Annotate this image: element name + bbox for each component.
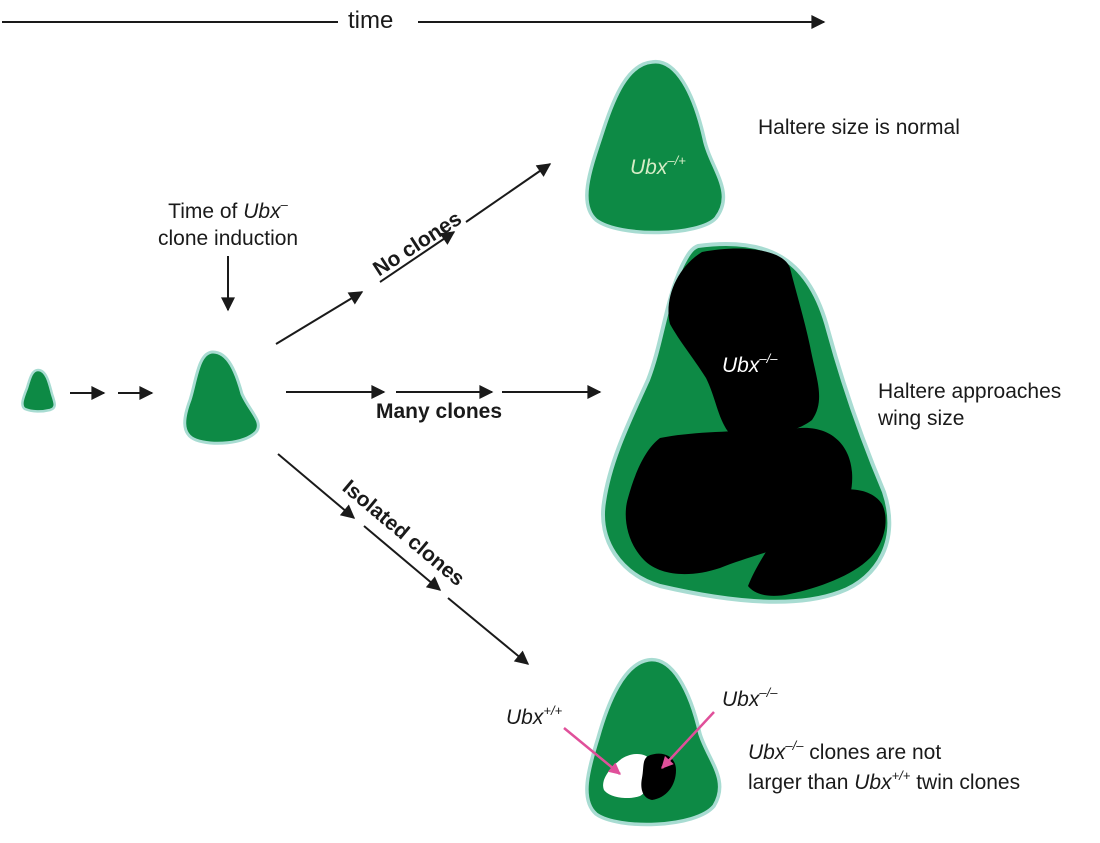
time-label: time: [348, 6, 393, 36]
caption-isolated-text1: clones are not: [803, 741, 941, 764]
haltere-small: [185, 352, 259, 443]
label-clone-mutant: Ubx–/–: [722, 686, 777, 713]
label-twin-wildtype: Ubx+/+: [506, 704, 562, 731]
haltere-large: [603, 244, 889, 602]
caption-isolated-text2: larger than: [748, 771, 854, 794]
caption-isolated: Ubx–/– clones are not larger than Ubx+/+…: [748, 738, 1020, 798]
induction-label-line2: clone induction: [158, 227, 298, 250]
caption-many-line1: Haltere approaches: [878, 380, 1061, 403]
genotype-many-sup: –/–: [759, 351, 777, 366]
label-twin-wildtype-sup: +/+: [543, 703, 562, 718]
label-twin-wildtype-gene: Ubx: [506, 706, 543, 729]
genotype-normal-sup: –/+: [667, 153, 685, 168]
label-clone-mutant-gene: Ubx: [722, 688, 759, 711]
caption-normal: Haltere size is normal: [758, 114, 960, 141]
caption-isolated-text3: twin clones: [910, 771, 1020, 794]
branch-label-many-clones: Many clones: [376, 398, 502, 425]
haltere-isolated: [564, 660, 720, 825]
haltere-tiny: [22, 370, 54, 411]
caption-isolated-gene2: Ubx: [854, 771, 891, 794]
genotype-normal-gene: Ubx: [630, 156, 667, 179]
haltere-normal: [587, 62, 724, 233]
genotype-many: Ubx–/–: [722, 352, 777, 379]
caption-isolated-sup2: +/+: [892, 768, 911, 783]
caption-many-line2: wing size: [878, 407, 964, 430]
caption-many: Haltere approaches wing size: [878, 378, 1061, 432]
branch-no-clones-seg3: [466, 164, 550, 222]
label-clone-mutant-sup: –/–: [759, 685, 777, 700]
induction-label-prefix: Time of: [168, 200, 237, 223]
induction-label: Time of Ubx– clone induction: [158, 198, 298, 252]
caption-isolated-gene1: Ubx: [748, 741, 785, 764]
genotype-many-gene: Ubx: [722, 354, 759, 377]
branch-no-clones-seg1: [276, 292, 362, 344]
branch-isolated-clones: [278, 454, 528, 664]
branch-isolated-seg3: [448, 598, 528, 664]
induction-gene: Ubx: [243, 200, 280, 223]
induction-gene-sup: –: [281, 197, 288, 212]
genotype-normal: Ubx–/+: [630, 154, 686, 181]
caption-isolated-sup1: –/–: [785, 738, 803, 753]
